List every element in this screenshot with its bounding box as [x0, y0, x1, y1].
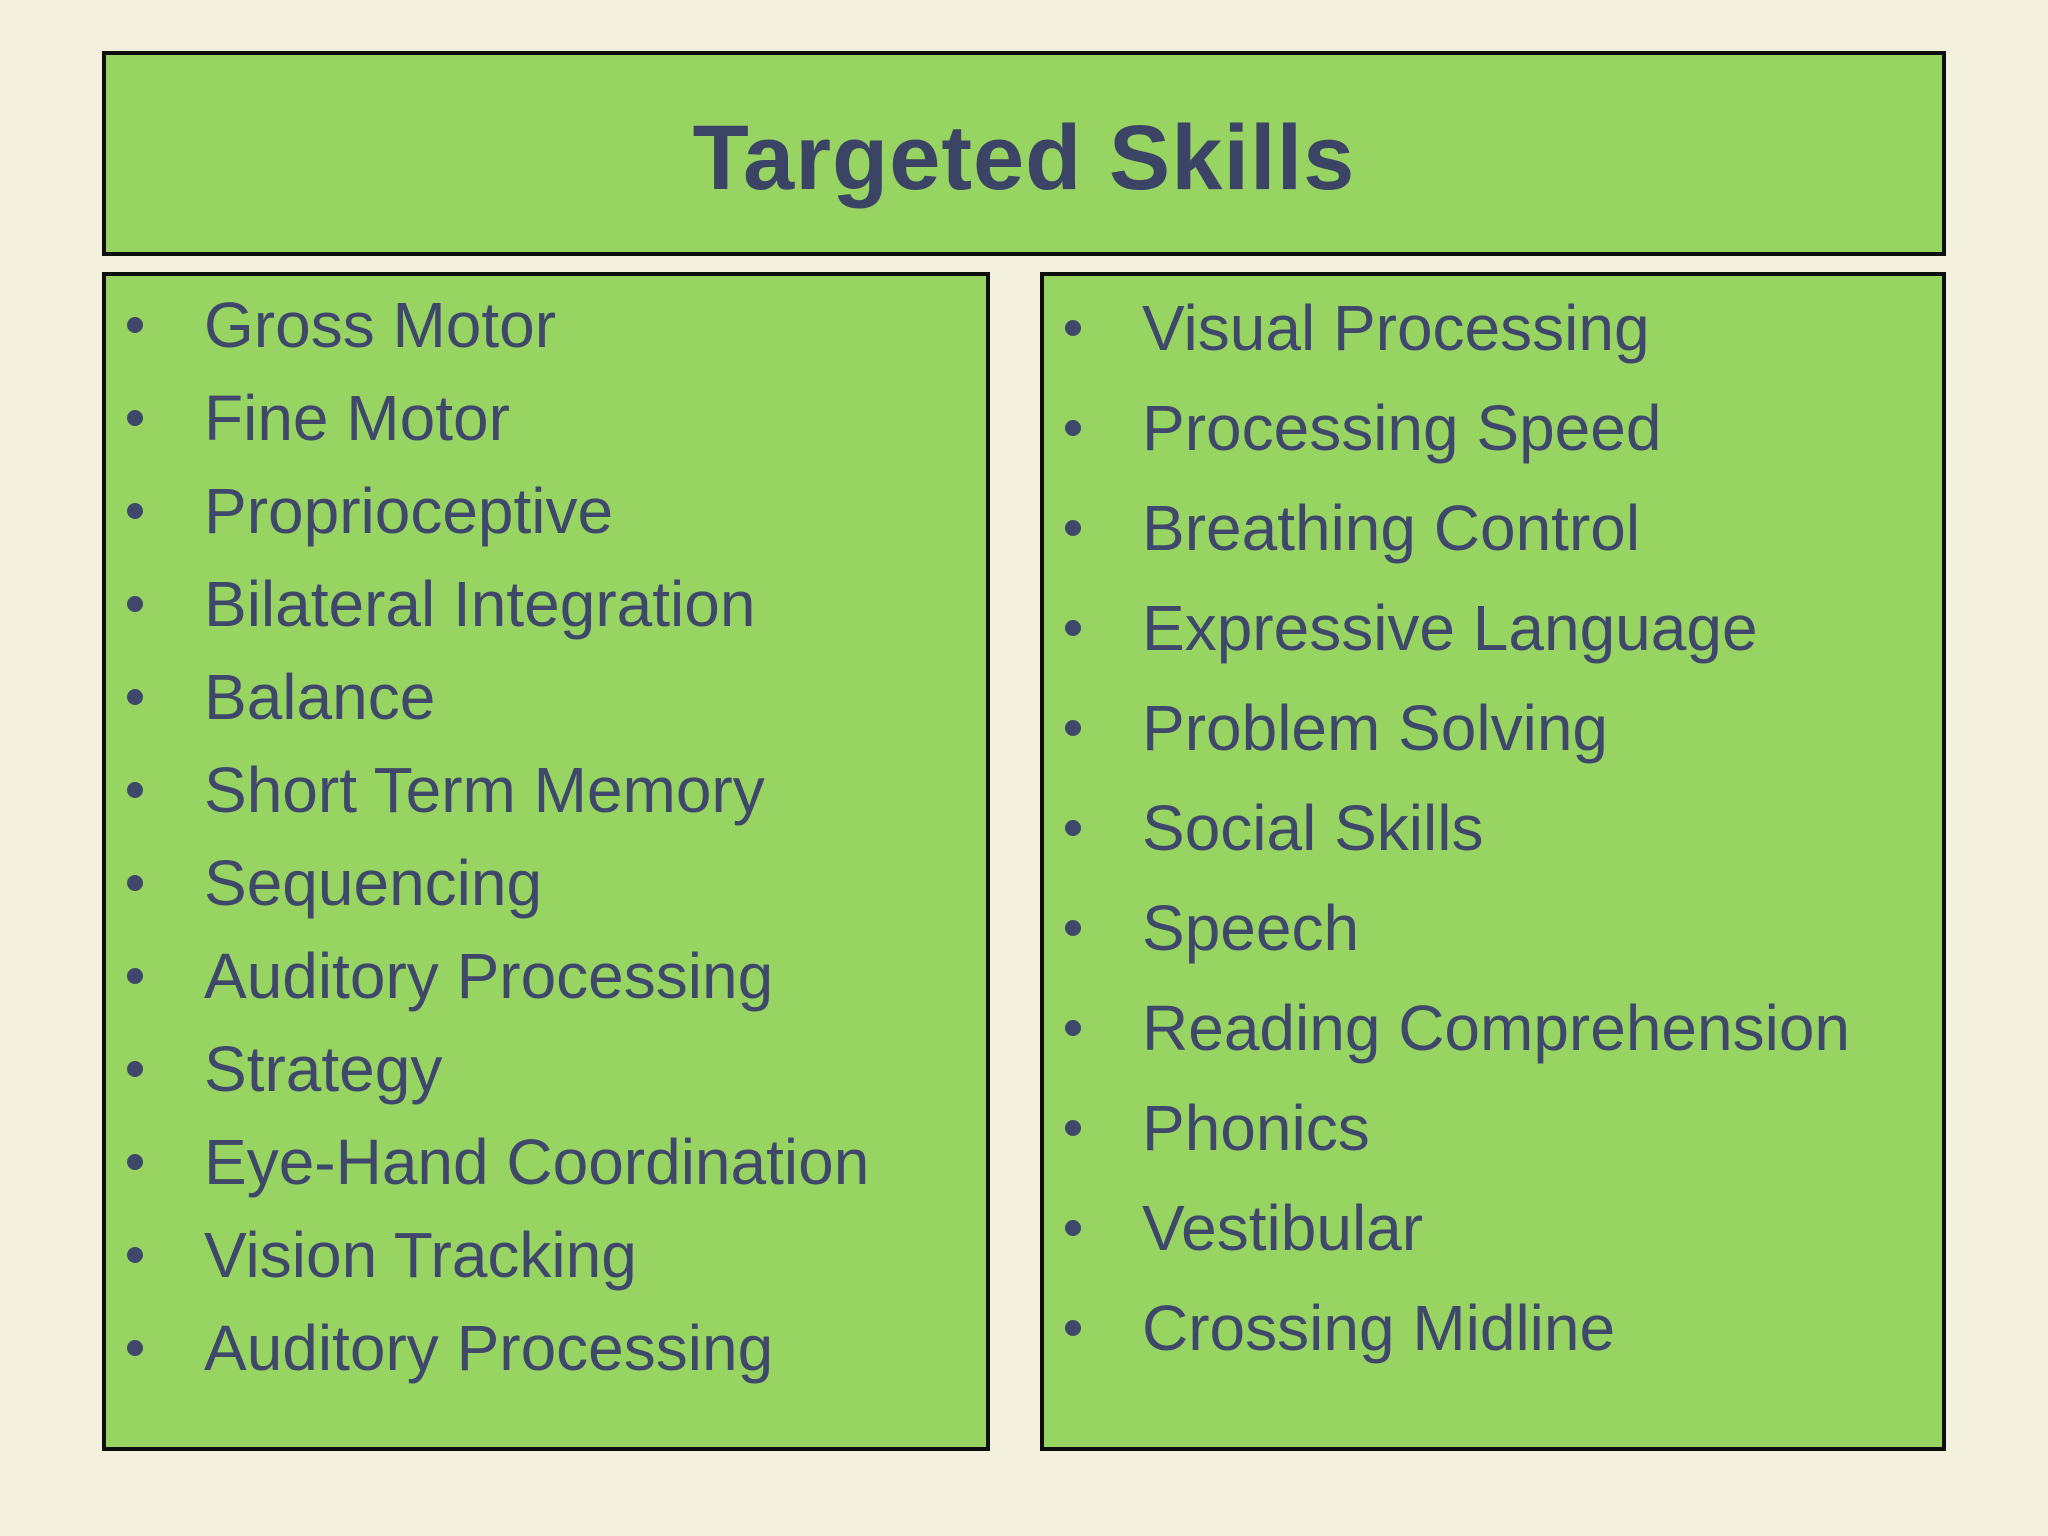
skill-list-item: Speech — [1044, 878, 1942, 978]
skill-label: Problem Solving — [1142, 692, 1608, 764]
skill-label: Strategy — [204, 1032, 443, 1105]
bullet-icon — [1065, 520, 1081, 536]
bullet-icon — [1065, 1220, 1081, 1236]
skill-label: Speech — [1142, 892, 1360, 964]
skill-label: Expressive Language — [1142, 592, 1758, 664]
skill-label: Auditory Processing — [204, 1311, 774, 1384]
bullet-icon — [1065, 1320, 1081, 1336]
skill-list-item: Strategy — [106, 1022, 986, 1115]
skill-label: Fine Motor — [204, 381, 510, 454]
bullet-icon — [127, 1339, 143, 1356]
skill-label: Visual Processing — [1142, 292, 1650, 364]
bullet-icon — [1065, 620, 1081, 636]
skill-label: Crossing Midline — [1142, 1292, 1616, 1364]
title-box: Targeted Skills — [102, 51, 1946, 256]
skill-list-item: Reading Comprehension — [1044, 978, 1942, 1078]
skill-label: Vestibular — [1142, 1192, 1424, 1264]
skill-list-item: Gross Motor — [106, 278, 986, 371]
bullet-icon — [127, 1153, 143, 1170]
skill-label: Reading Comprehension — [1142, 992, 1850, 1064]
bullet-icon — [1065, 1120, 1081, 1136]
skill-label: Phonics — [1142, 1092, 1370, 1164]
skill-label: Bilateral Integration — [204, 567, 756, 640]
bullet-icon — [127, 595, 143, 612]
skill-list-item: Sequencing — [106, 836, 986, 929]
skill-list-item: Expressive Language — [1044, 578, 1942, 678]
skill-list-item: Eye-Hand Coordination — [106, 1115, 986, 1208]
bullet-icon — [1065, 720, 1081, 736]
skill-list-item: Auditory Processing — [106, 1301, 986, 1394]
bullet-icon — [127, 781, 143, 798]
skill-list-item: Problem Solving — [1044, 678, 1942, 778]
bullet-icon — [127, 316, 143, 333]
bullet-icon — [1065, 420, 1081, 436]
bullet-icon — [1065, 920, 1081, 936]
bullet-icon — [127, 1060, 143, 1077]
skill-list-item: Balance — [106, 650, 986, 743]
bullet-icon — [127, 502, 143, 519]
skill-list-item: Visual Processing — [1044, 278, 1942, 378]
skill-label: Gross Motor — [204, 288, 557, 361]
skill-list-item: Fine Motor — [106, 371, 986, 464]
skill-label: Short Term Memory — [204, 753, 765, 826]
slide-title: Targeted Skills — [692, 107, 1356, 209]
bullet-icon — [1065, 320, 1081, 336]
skill-list-item: Social Skills — [1044, 778, 1942, 878]
skill-list-item: Auditory Processing — [106, 929, 986, 1022]
skill-list-item: Vestibular — [1044, 1178, 1942, 1278]
skill-label: Sequencing — [204, 846, 543, 919]
skill-label: Balance — [204, 660, 436, 733]
skill-list-item: Short Term Memory — [106, 743, 986, 836]
skill-list-item: Phonics — [1044, 1078, 1942, 1178]
skill-list-item: Proprioceptive — [106, 464, 986, 557]
bullet-icon — [1065, 820, 1081, 836]
skill-list-item: Crossing Midline — [1044, 1278, 1942, 1378]
bullet-icon — [127, 967, 143, 984]
bullet-icon — [127, 409, 143, 426]
bullet-icon — [127, 688, 143, 705]
skill-list-item: Breathing Control — [1044, 478, 1942, 578]
skill-list-item: Bilateral Integration — [106, 557, 986, 650]
skill-label: Vision Tracking — [204, 1218, 637, 1291]
skill-label: Proprioceptive — [204, 474, 614, 547]
skill-label: Processing Speed — [1142, 392, 1662, 464]
skill-label: Auditory Processing — [204, 939, 774, 1012]
skill-label: Breathing Control — [1142, 492, 1641, 564]
skill-list-item: Processing Speed — [1044, 378, 1942, 478]
skill-label: Social Skills — [1142, 792, 1484, 864]
bullet-icon — [127, 1246, 143, 1263]
bullet-icon — [127, 874, 143, 891]
bullet-icon — [1065, 1020, 1081, 1036]
skill-list-item: Vision Tracking — [106, 1208, 986, 1301]
skill-label: Eye-Hand Coordination — [204, 1125, 870, 1198]
